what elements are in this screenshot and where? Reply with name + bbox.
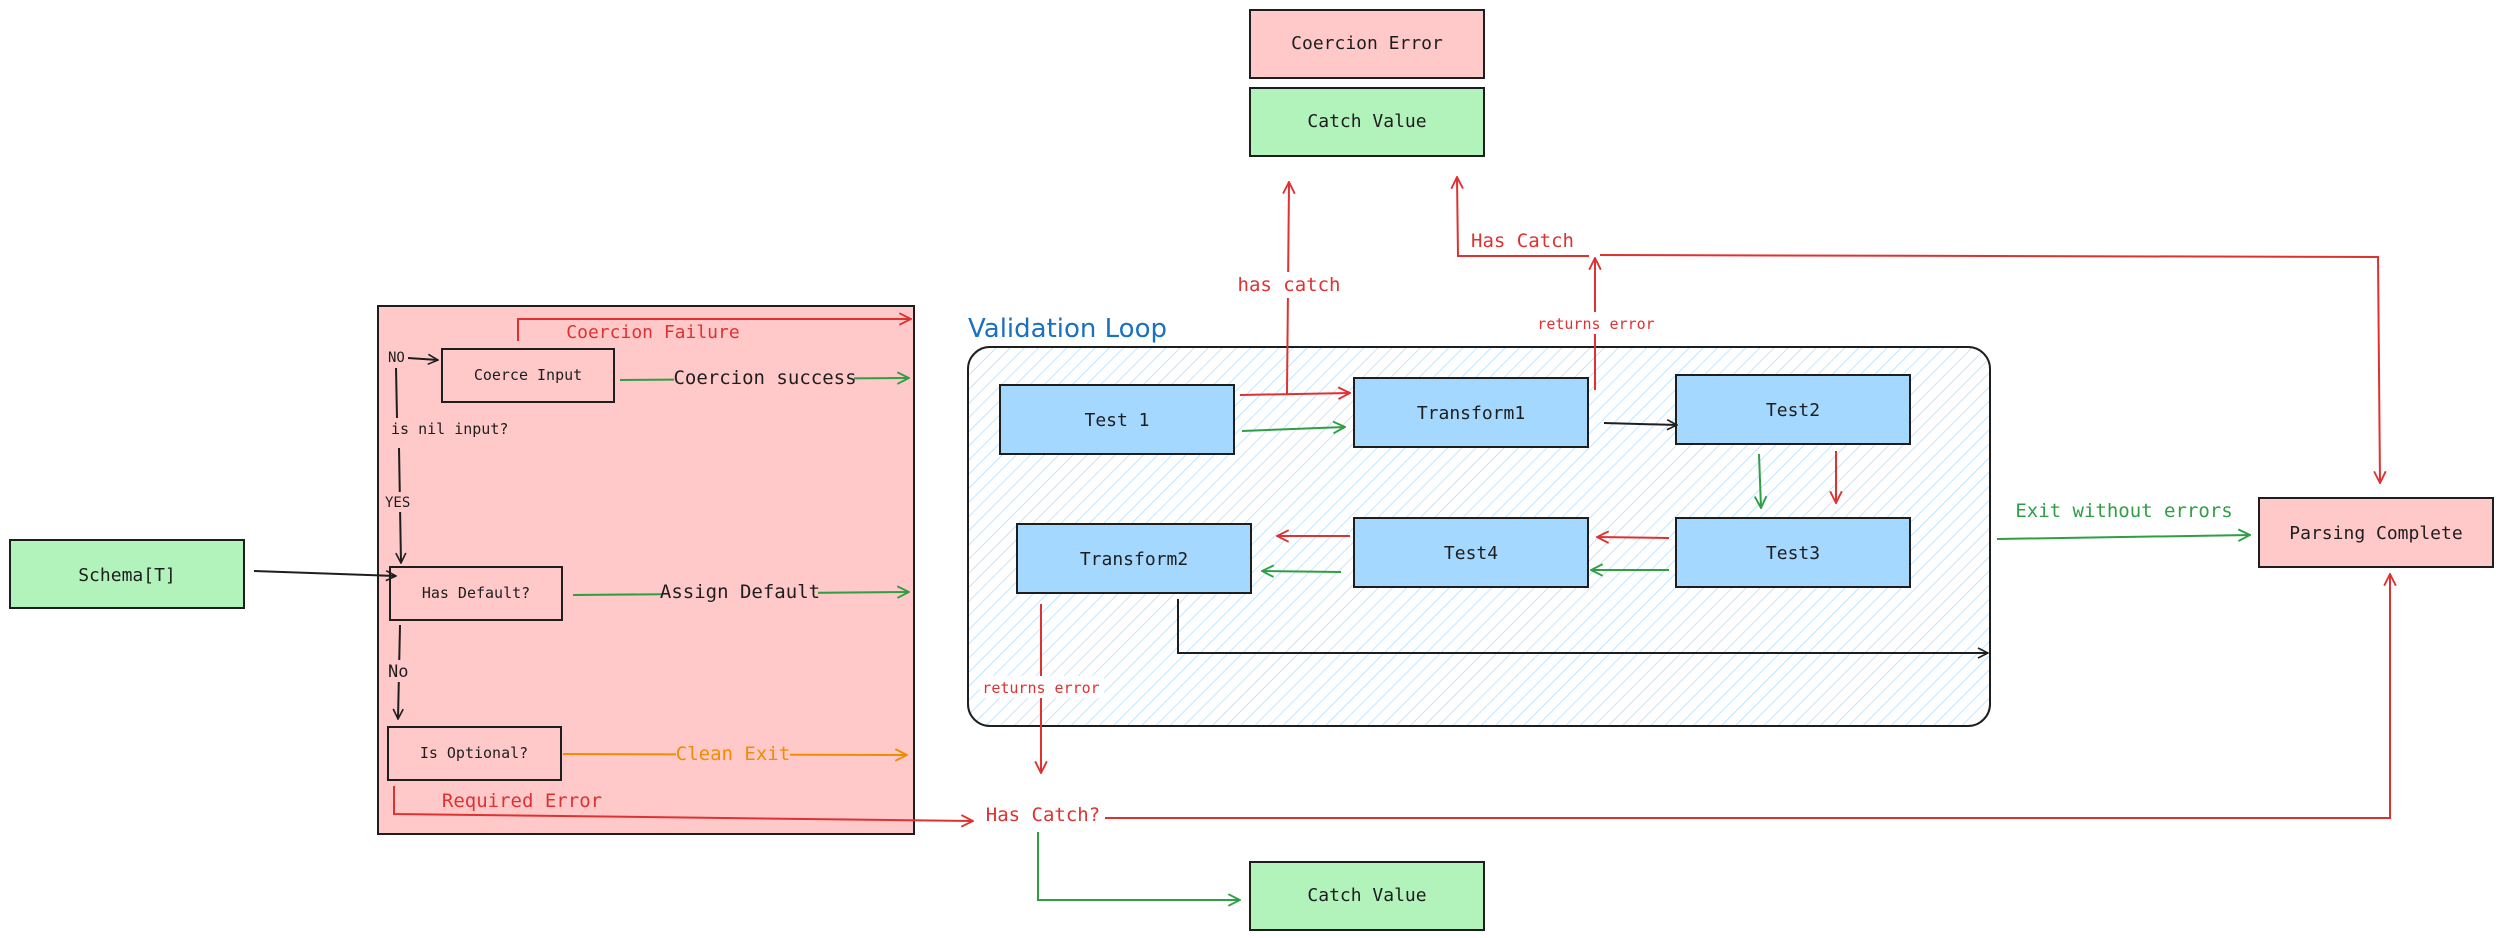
label-returns-error-top: returns error bbox=[1537, 315, 1654, 333]
arrow-no-catch-to-parsing-complete bbox=[1599, 254, 2380, 483]
arrow-transform1-to-test2 bbox=[1603, 423, 1677, 425]
label-bg-clean-exit bbox=[676, 742, 790, 766]
label-assign-default: Assign Default bbox=[660, 581, 820, 603]
label-coercion-success: Coercion success bbox=[673, 367, 856, 389]
label-bg-assign-default bbox=[662, 580, 818, 604]
transform1-node[interactable]: Transform1 bbox=[1353, 377, 1589, 448]
label-clean-exit: Clean Exit bbox=[676, 743, 790, 765]
transform2-node[interactable]: Transform2 bbox=[1016, 523, 1252, 594]
label-has-catch-lower: has catch bbox=[1238, 274, 1341, 296]
schema-label: Schema[T] bbox=[78, 565, 176, 586]
test1-node[interactable]: Test 1 bbox=[999, 384, 1235, 455]
arrow-test2-to-test3-ok bbox=[1759, 453, 1761, 508]
label-required-error: Required Error bbox=[442, 790, 602, 812]
label-exit-without-errors: Exit without errors bbox=[2015, 500, 2232, 522]
label-bg-has-catch-lower bbox=[1236, 272, 1340, 298]
label-no-lower: No bbox=[388, 662, 408, 682]
arrow-schema-to-has-default bbox=[253, 571, 396, 576]
catch-value-top-label: Catch Value bbox=[1307, 111, 1426, 132]
is-optional-label: Is Optional? bbox=[420, 744, 528, 762]
label-bg-yes bbox=[382, 492, 416, 512]
label-bg-returns-error-top bbox=[1534, 312, 1658, 334]
label-bg-no-lower bbox=[386, 660, 416, 682]
arrow-test1-to-transform1-ok bbox=[1241, 427, 1345, 431]
arrow-nil-check-line bbox=[395, 367, 398, 419]
test4-node[interactable]: Test4 bbox=[1353, 517, 1589, 588]
arrow-exit-without-errors bbox=[1996, 535, 2250, 539]
is-optional-node[interactable]: Is Optional? bbox=[387, 726, 562, 781]
label-has-catch-upper: Has Catch bbox=[1471, 230, 1574, 252]
label-has-catch-q: Has Catch? bbox=[986, 804, 1100, 826]
transform1-label: Transform1 bbox=[1417, 403, 1525, 424]
test3-label: Test3 bbox=[1766, 543, 1820, 564]
arrow-test3-to-test4-error bbox=[1597, 537, 1670, 538]
catch-value-bottom-node[interactable]: Catch Value bbox=[1249, 861, 1485, 931]
has-default-node[interactable]: Has Default? bbox=[389, 566, 563, 621]
test2-node[interactable]: Test2 bbox=[1675, 374, 1911, 445]
arrow-has-catch-to-catch-value bbox=[1457, 177, 1589, 257]
arrow-test4-to-transform2-ok bbox=[1262, 571, 1342, 572]
label-returns-error-bottom: returns error bbox=[982, 679, 1099, 697]
validation-loop-title: Validation Loop bbox=[968, 314, 1167, 344]
coerce-input-label: Coerce Input bbox=[474, 366, 582, 384]
parsing-complete-label: Parsing Complete bbox=[2289, 523, 2462, 544]
test4-label: Test4 bbox=[1444, 543, 1498, 564]
label-bg-is-nil bbox=[386, 418, 514, 442]
coercion-error-node[interactable]: Coercion Error bbox=[1249, 9, 1485, 79]
parsing-complete-node[interactable]: Parsing Complete bbox=[2258, 497, 2494, 568]
label-bg-coercion-failure bbox=[560, 320, 750, 342]
label-no-top: NO bbox=[388, 350, 405, 366]
label-bg-exit-without-errors bbox=[2012, 498, 2232, 524]
test2-label: Test2 bbox=[1766, 400, 1820, 421]
catch-value-top-node[interactable]: Catch Value bbox=[1249, 87, 1485, 157]
arrow-transform2-exit-loop bbox=[1177, 599, 1988, 653]
test3-node[interactable]: Test3 bbox=[1675, 517, 1911, 588]
label-bg-returns-error-bottom bbox=[980, 676, 1104, 698]
arrow-required-error bbox=[393, 786, 973, 821]
arrow-has-catch-to-parsing-complete bbox=[1105, 574, 2390, 819]
label-bg-coercion-success bbox=[674, 366, 854, 390]
transform2-label: Transform2 bbox=[1080, 549, 1188, 570]
label-yes: YES bbox=[385, 495, 410, 511]
test1-label: Test 1 bbox=[1084, 410, 1149, 431]
arrow-test1-to-transform1-error bbox=[1239, 393, 1350, 395]
schema-node[interactable]: Schema[T] bbox=[9, 539, 245, 609]
catch-value-bottom-label: Catch Value bbox=[1307, 885, 1426, 906]
arrow-has-catch-to-catch-value-bottom bbox=[1037, 832, 1240, 900]
has-default-label: Has Default? bbox=[422, 584, 530, 602]
label-coercion-failure: Coercion Failure bbox=[566, 322, 739, 343]
label-is-nil-input: is nil input? bbox=[391, 420, 508, 438]
coercion-error-label: Coercion Error bbox=[1291, 33, 1443, 54]
coerce-input-node[interactable]: Coerce Input bbox=[441, 348, 615, 403]
label-bg-has-catch-q bbox=[980, 800, 1104, 830]
arrow-no-to-coerce bbox=[407, 358, 438, 360]
arrow-coercion-failure bbox=[517, 319, 911, 341]
